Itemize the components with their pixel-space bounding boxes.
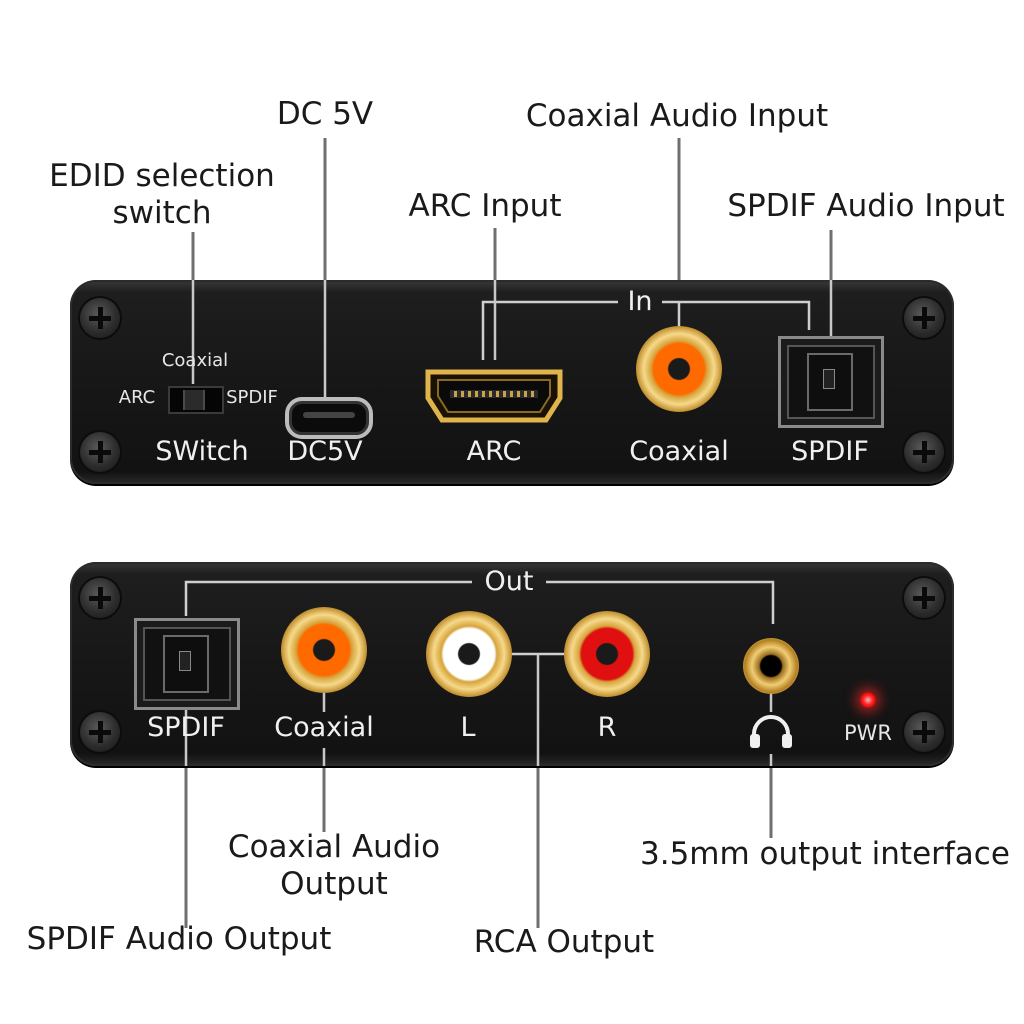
- switch-label: SWitch: [155, 436, 249, 467]
- coaxial-output-jack[interactable]: [281, 607, 367, 693]
- screw-icon: [80, 578, 120, 618]
- spdif-input-label: SPDIF: [791, 436, 869, 467]
- screw-icon: [80, 298, 120, 338]
- coaxial-input-callout: Coaxial Audio Input: [525, 98, 829, 134]
- spdif-output-port[interactable]: [134, 618, 240, 710]
- arc-input-callout: ARC Input: [408, 188, 562, 224]
- switch-position-coaxial: Coaxial: [161, 350, 229, 371]
- input-panel: In Coaxial ARC SPDIF SWitch DC5V ARC Coa…: [70, 280, 954, 484]
- headphone-icon: [750, 715, 792, 748]
- power-led: [860, 692, 876, 708]
- power-label: PWR: [843, 721, 893, 745]
- switch-position-arc: ARC: [118, 387, 156, 408]
- screw-icon: [904, 712, 944, 752]
- screw-icon: [904, 578, 944, 618]
- screw-icon: [904, 298, 944, 338]
- dc5v-port[interactable]: [285, 397, 373, 439]
- coaxial-input-label: Coaxial: [629, 436, 729, 467]
- arc-hdmi-port[interactable]: [424, 368, 564, 424]
- edid-selection-switch[interactable]: [168, 386, 224, 414]
- arc-label: ARC: [466, 436, 522, 467]
- coaxial-output-callout: Coaxial Audio Output: [227, 829, 441, 902]
- headphone-jack[interactable]: [743, 638, 799, 694]
- out-group-label: Out: [484, 566, 534, 597]
- spdif-output-label: SPDIF: [147, 712, 225, 743]
- rca-output-callout: RCA Output: [473, 924, 655, 960]
- out-bracket: [184, 580, 775, 766]
- spdif-output-callout: SPDIF Audio Output: [26, 921, 332, 957]
- edid-switch-callout: EDID selection switch: [49, 158, 275, 231]
- rca-right-jack[interactable]: [564, 611, 650, 697]
- dc5v-label: DC5V: [287, 436, 363, 467]
- spdif-input-port[interactable]: [778, 336, 884, 428]
- screw-icon: [80, 712, 120, 752]
- dc5v-callout: DC 5V: [276, 96, 374, 132]
- screw-icon: [80, 432, 120, 472]
- screw-icon: [904, 432, 944, 472]
- jack-output-callout: 3.5mm output interface: [640, 836, 1010, 872]
- rca-left-jack[interactable]: [426, 611, 512, 697]
- rca-right-label: R: [597, 712, 617, 743]
- coaxial-output-label: Coaxial: [274, 712, 374, 743]
- rca-left-label: L: [460, 712, 476, 743]
- in-group-label: In: [627, 286, 653, 317]
- switch-position-spdif: SPDIF: [226, 387, 278, 408]
- coaxial-input-jack[interactable]: [636, 326, 722, 412]
- spdif-input-callout: SPDIF Audio Input: [727, 188, 1005, 224]
- output-panel: Out SPDIF Coaxial L R PWR: [70, 562, 954, 766]
